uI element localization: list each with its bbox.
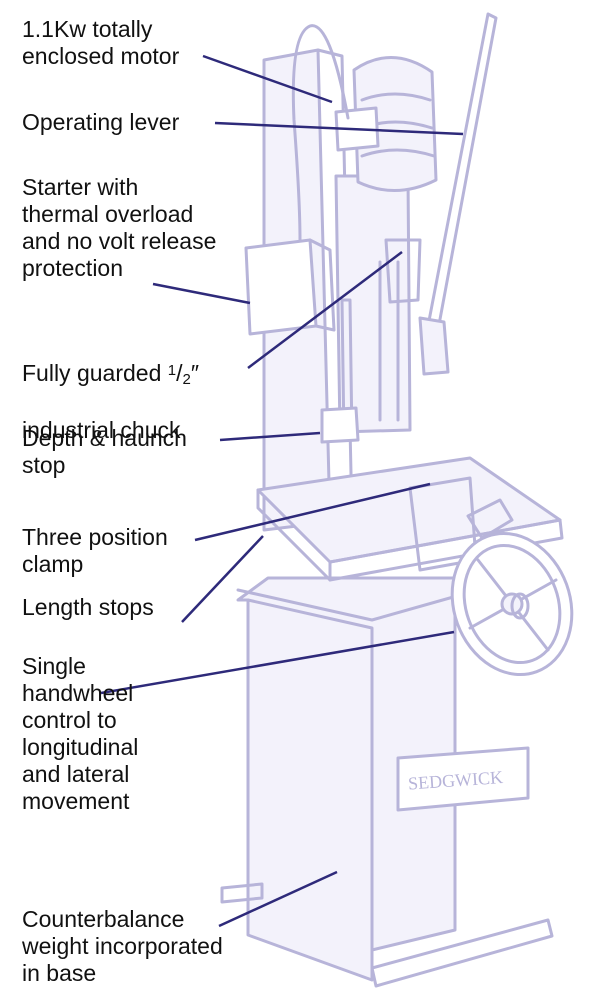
label-chuck-inch: ″ <box>190 360 199 386</box>
label-motor: 1.1Kw totally enclosed motor <box>22 16 180 69</box>
base-foot-right <box>370 918 554 988</box>
starter-box <box>244 238 318 336</box>
lever-hub <box>418 316 450 376</box>
nameplate <box>396 746 530 812</box>
label-length-stops: Length stops <box>22 594 154 620</box>
operating-lever <box>426 12 498 332</box>
leader-length <box>181 535 264 623</box>
label-chuck-fraction-den: 2 <box>182 371 191 388</box>
chuck-guard <box>384 238 422 304</box>
label-chuck-fraction-slash: / <box>176 360 183 386</box>
depth-stop <box>320 406 360 444</box>
handwheel-handle <box>510 592 530 620</box>
head-slide-rails <box>378 260 400 422</box>
label-counterbalance: Counterbalance weight incorporated in ba… <box>22 906 223 986</box>
label-operating-lever: Operating lever <box>22 109 180 135</box>
base-foot-left <box>220 882 264 904</box>
leader-depth <box>219 431 321 442</box>
leader-chuck <box>247 251 403 369</box>
table-fence <box>256 488 332 582</box>
motor-body <box>352 56 438 192</box>
leader-lever <box>214 121 464 136</box>
motor-cable <box>291 24 350 242</box>
label-starter: Starter with thermal overload and no vol… <box>22 174 217 281</box>
leader-motor <box>202 54 333 104</box>
label-chuck-prefix: Fully guarded <box>22 360 168 386</box>
label-chuck-fraction-num: 1 <box>167 362 177 379</box>
label-chuck-line1: Fully guarded 1/2″ <box>22 360 199 390</box>
leader-handwheel <box>100 630 455 695</box>
leader-counterbalance <box>218 870 338 928</box>
base-cabinet-top <box>236 588 480 622</box>
table-front <box>328 518 564 582</box>
base-cabinet-front-edge <box>246 598 374 952</box>
clamp-knob <box>466 498 514 540</box>
starter-box-side <box>308 238 336 332</box>
label-handwheel: Single handwheel control to longitudinal… <box>22 653 139 814</box>
leader-starter <box>152 282 251 305</box>
label-clamp: Three position clamp <box>22 524 168 577</box>
leader-clamp <box>194 482 431 542</box>
label-chuck-line2: industrial chuck <box>22 417 181 443</box>
handwheel-inner <box>462 543 562 665</box>
label-chuck: Fully guarded 1/2″ industrial chuck <box>22 333 199 471</box>
label-depth-stop: Depth & haunch stop <box>22 425 187 478</box>
